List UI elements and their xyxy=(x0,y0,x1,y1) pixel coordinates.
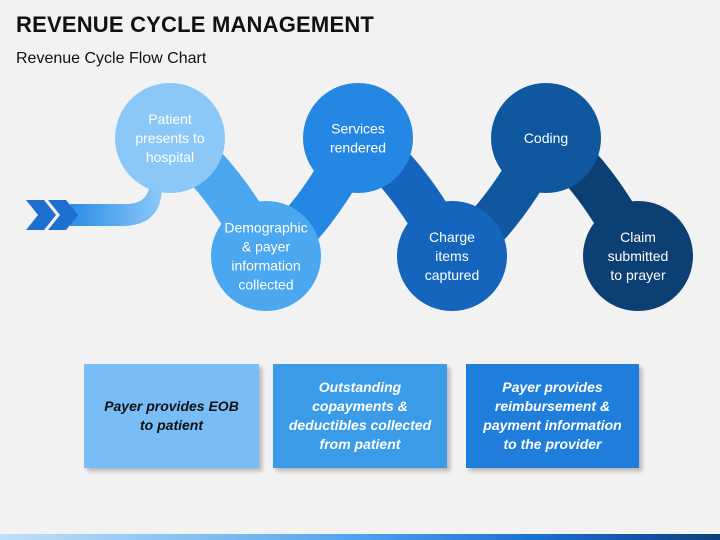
step-label-line: presents to xyxy=(135,130,204,146)
step-label-line: Claim xyxy=(620,229,656,245)
outcome-box-eob: Payer provides EOB to patient xyxy=(84,364,259,468)
step-services-rendered: Services rendered xyxy=(303,83,413,193)
step-circle xyxy=(491,83,601,193)
page-subtitle: Revenue Cycle Flow Chart xyxy=(16,50,207,67)
step-circle xyxy=(115,83,225,193)
step-claim-submitted: Claim submitted to prayer xyxy=(583,201,693,311)
step-patient-presents: Patient presents to hospital xyxy=(115,83,225,193)
step-label-line: & payer xyxy=(242,239,291,255)
bottom-accent-bar xyxy=(0,534,720,540)
step-label-line: collected xyxy=(238,277,293,293)
step-label-line: to prayer xyxy=(610,267,666,283)
entry-chevron-icon xyxy=(26,200,78,230)
step-label-line: information xyxy=(231,258,300,274)
step-label-line: Demographic xyxy=(224,220,307,236)
step-circle xyxy=(583,201,693,311)
step-circle xyxy=(211,201,321,311)
step-label-line: rendered xyxy=(330,140,386,156)
step-label-line: items xyxy=(435,248,468,264)
step-demographic-collected: Demographic & payer information collected xyxy=(211,201,321,311)
outcome-box-copayments-text: Outstanding copayments & deductibles col… xyxy=(288,379,432,452)
step-charge-captured: Charge items captured xyxy=(397,201,507,311)
step-label-line: Services xyxy=(331,121,385,137)
page-title: REVENUE CYCLE MANAGEMENT xyxy=(16,12,375,37)
step-circle xyxy=(397,201,507,311)
step-label-line: submitted xyxy=(608,248,669,264)
step-label-line: Patient xyxy=(148,111,192,127)
outcome-box-eob-text: Payer provides EOB to patient xyxy=(104,398,239,433)
entry-band xyxy=(70,160,162,226)
outcome-box-reimbursement: Payer provides reimbursement & payment i… xyxy=(466,364,639,468)
step-label-line: hospital xyxy=(146,149,194,165)
outcome-box-copayments: Outstanding copayments & deductibles col… xyxy=(273,364,447,468)
step-label-line: captured xyxy=(425,267,479,283)
step-label-line: Coding xyxy=(524,130,568,146)
step-coding: Coding xyxy=(491,83,601,193)
step-label-line: Charge xyxy=(429,229,475,245)
step-circle xyxy=(303,83,413,193)
outcome-box-reimbursement-text: Payer provides reimbursement & payment i… xyxy=(483,379,622,452)
